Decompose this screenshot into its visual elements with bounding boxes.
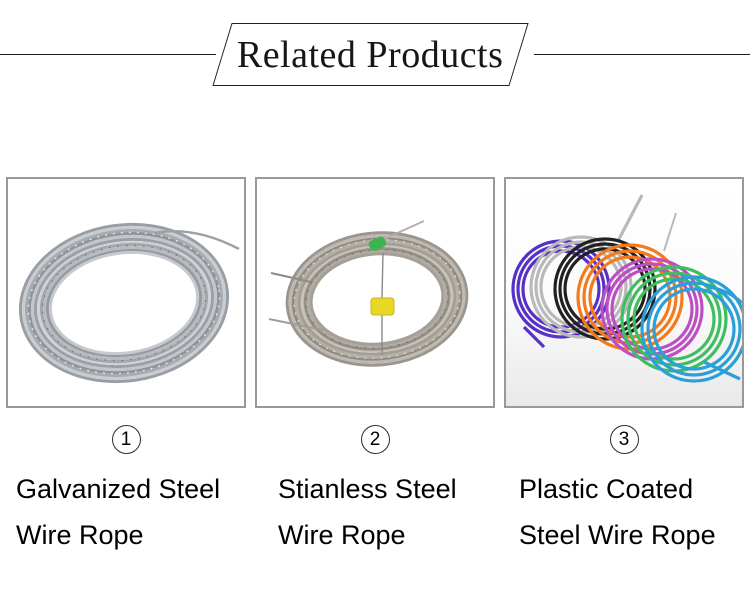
wire-end-tail (522, 325, 546, 349)
hanging-wire (381, 252, 384, 299)
galvanized-steel-wire-rope-image (8, 179, 244, 406)
product-number-badge: 1 (111, 425, 141, 454)
wire-end-tail (707, 285, 742, 305)
product-card-plastic-coated[interactable]: 3 Plastic Coated Steel Wire Rope (504, 177, 744, 558)
product-name-line2: Steel Wire Rope (519, 520, 716, 550)
product-number: 1 (120, 428, 132, 450)
product-name: Stianless Steel Wire Rope (255, 466, 495, 558)
product-name-line1: Stianless Steel (278, 474, 457, 504)
wire-end-tail (616, 194, 644, 242)
product-number: 3 (618, 428, 630, 450)
product-number: 2 (369, 428, 381, 450)
wire-end-tail (153, 230, 240, 251)
wire-end-tail (383, 220, 425, 240)
yellow-tag (370, 297, 395, 316)
related-products-row: 1 Galvanized Steel Wire Rope (0, 177, 750, 558)
section-title-box: Related Products (212, 23, 529, 86)
product-name-line1: Galvanized Steel (16, 474, 221, 504)
plastic-coated-wire-ropes-image (506, 179, 742, 406)
header-rule-left (0, 54, 216, 55)
header-rule-right (534, 54, 750, 55)
product-name: Plastic Coated Steel Wire Rope (504, 466, 744, 558)
product-image-panel[interactable] (504, 177, 744, 408)
product-card-galvanized[interactable]: 1 Galvanized Steel Wire Rope (6, 177, 246, 558)
product-number-badge: 3 (609, 425, 639, 454)
product-name-line1: Plastic Coated (519, 474, 694, 504)
section-title: Related Products (237, 33, 504, 76)
wire-end-tail (703, 360, 741, 381)
product-name: Galvanized Steel Wire Rope (6, 466, 246, 558)
wire-end-tail (268, 318, 324, 331)
green-clip (368, 236, 387, 252)
product-image-panel[interactable] (255, 177, 495, 408)
product-name-line2: Wire Rope (16, 520, 144, 550)
wire-end-tail (663, 212, 677, 252)
product-name-line2: Wire Rope (278, 520, 406, 550)
wire-end-tail (270, 272, 312, 283)
product-card-stainless[interactable]: 2 Stianless Steel Wire Rope (255, 177, 495, 558)
product-image-panel[interactable] (6, 177, 246, 408)
stainless-steel-wire-rope-image (257, 179, 493, 406)
product-number-badge: 2 (360, 425, 390, 454)
